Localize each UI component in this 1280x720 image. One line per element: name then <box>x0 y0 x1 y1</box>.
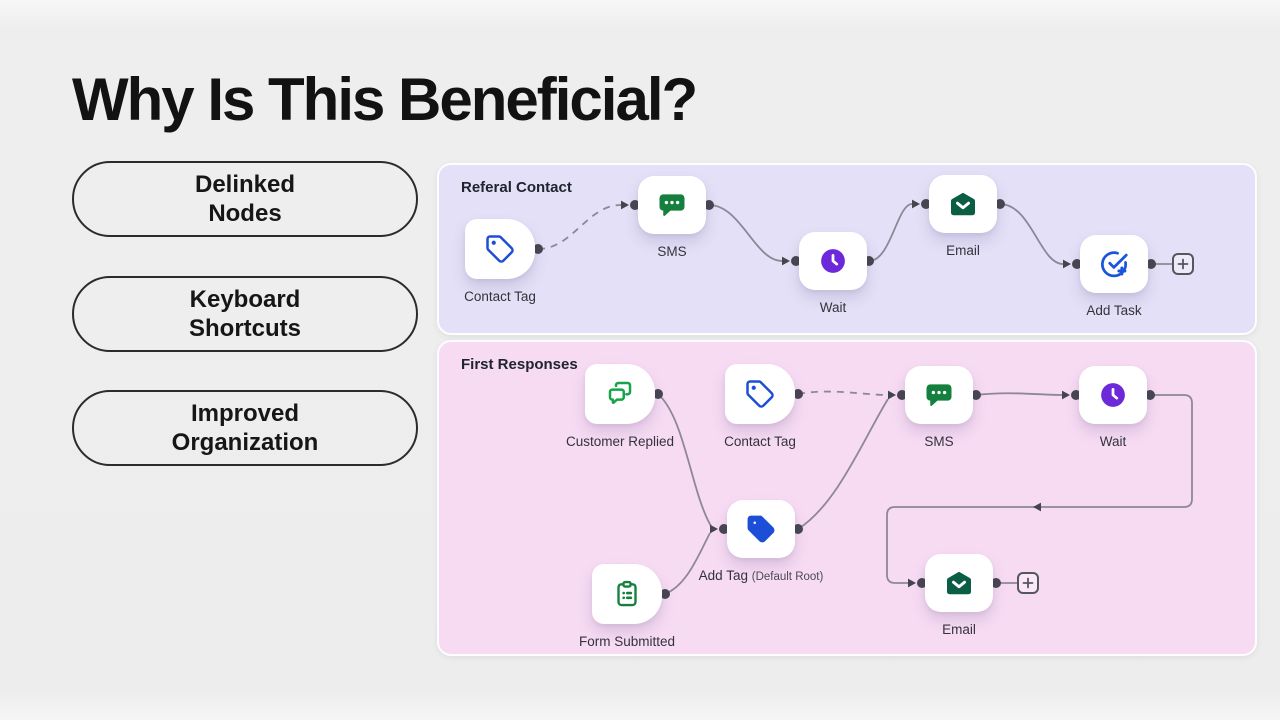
node-customer-replied[interactable]: Customer Replied <box>566 364 674 449</box>
wire-endpoints <box>653 389 1155 599</box>
wire-wait-email <box>868 203 913 262</box>
node-card[interactable] <box>799 232 867 290</box>
wire-sms-wait <box>975 392 1063 396</box>
benefit-label: Keyboard Shortcuts <box>188 285 301 342</box>
node-card[interactable] <box>905 366 973 424</box>
node-card[interactable] <box>929 175 997 233</box>
clipboard-form-icon <box>612 579 642 609</box>
node-email[interactable]: Email <box>925 554 993 637</box>
node-card[interactable] <box>465 219 535 279</box>
add-node-button[interactable] <box>1172 253 1194 275</box>
benefit-label: Improved Organization <box>171 399 319 456</box>
node-label: Add Tag (Default Root) <box>698 568 824 583</box>
node-card[interactable] <box>638 176 706 234</box>
email-envelope-icon <box>944 568 974 598</box>
workflow-panel-first-responses: First Responses Customer Replied <box>437 340 1257 656</box>
node-label: Contact Tag <box>724 434 796 449</box>
node-card[interactable] <box>725 364 795 424</box>
wire-sms-wait <box>708 204 783 262</box>
clock-icon <box>818 246 848 276</box>
node-add-tag[interactable]: Add Tag (Default Root) <box>699 500 823 583</box>
node-card[interactable] <box>585 364 655 424</box>
node-card[interactable] <box>592 564 662 624</box>
node-label: Customer Replied <box>565 434 675 449</box>
wire-replied-addtag <box>657 393 712 527</box>
page-title: Why Is This Beneficial? <box>72 66 698 133</box>
wire-form-addtag <box>664 532 711 595</box>
plus-icon <box>1022 577 1034 589</box>
clock-icon <box>1098 380 1128 410</box>
tag-filled-icon <box>746 514 776 544</box>
node-email[interactable]: Email <box>929 175 997 258</box>
panel-title: First Responses <box>461 356 578 373</box>
panel-title: Referal Contact <box>461 179 572 196</box>
node-sublabel: (Default Root) <box>751 571 824 583</box>
workflow-panel-referal-contact: Referal Contact Contact Tag <box>437 163 1257 335</box>
node-label: SMS <box>657 244 687 259</box>
node-sms[interactable]: SMS <box>638 176 706 259</box>
node-form-submitted[interactable]: Form Submitted <box>579 564 675 649</box>
wire-dashed-contacttag-sms <box>537 204 622 250</box>
wire-email-addtask <box>999 203 1064 265</box>
benefit-label: Delinked Nodes <box>194 170 296 227</box>
task-check-plus-icon <box>1099 249 1129 279</box>
benefit-pill-improved-organization: Improved Organization <box>72 390 418 466</box>
node-label: Email <box>942 622 976 637</box>
benefit-pill-keyboard-shortcuts: Keyboard Shortcuts <box>72 276 418 352</box>
connector-lines <box>653 389 1193 599</box>
node-card[interactable] <box>1080 235 1148 293</box>
benefit-pill-delinked-nodes: Delinked Nodes <box>72 161 418 237</box>
node-contact-tag[interactable]: Contact Tag <box>464 219 536 304</box>
add-node-button[interactable] <box>1017 572 1039 594</box>
email-envelope-icon <box>948 189 978 219</box>
node-contact-tag[interactable]: Contact Tag <box>724 364 796 449</box>
node-label: Wait <box>1099 434 1127 449</box>
node-card[interactable] <box>727 500 795 558</box>
node-label: Email <box>946 243 980 258</box>
node-label: Wait <box>819 300 847 315</box>
chat-reply-icon <box>605 379 635 409</box>
plus-icon <box>1177 258 1189 270</box>
node-card[interactable] <box>925 554 993 612</box>
wire-addtag-sms <box>797 398 889 530</box>
node-label: Add Task <box>1086 303 1142 318</box>
node-sms[interactable]: SMS <box>905 366 973 449</box>
sms-bubble-icon <box>657 190 687 220</box>
tag-outline-icon <box>485 234 515 264</box>
wire-dashed-contacttag-sms <box>797 390 889 396</box>
node-wait[interactable]: Wait <box>799 232 867 315</box>
node-label: SMS <box>924 434 954 449</box>
sms-bubble-icon <box>924 380 954 410</box>
tag-outline-icon <box>745 379 775 409</box>
node-wait[interactable]: Wait <box>1079 366 1147 449</box>
node-label: Form Submitted <box>578 634 676 649</box>
node-add-task[interactable]: Add Task <box>1080 235 1148 318</box>
node-label: Contact Tag <box>464 289 536 304</box>
node-card[interactable] <box>1079 366 1147 424</box>
